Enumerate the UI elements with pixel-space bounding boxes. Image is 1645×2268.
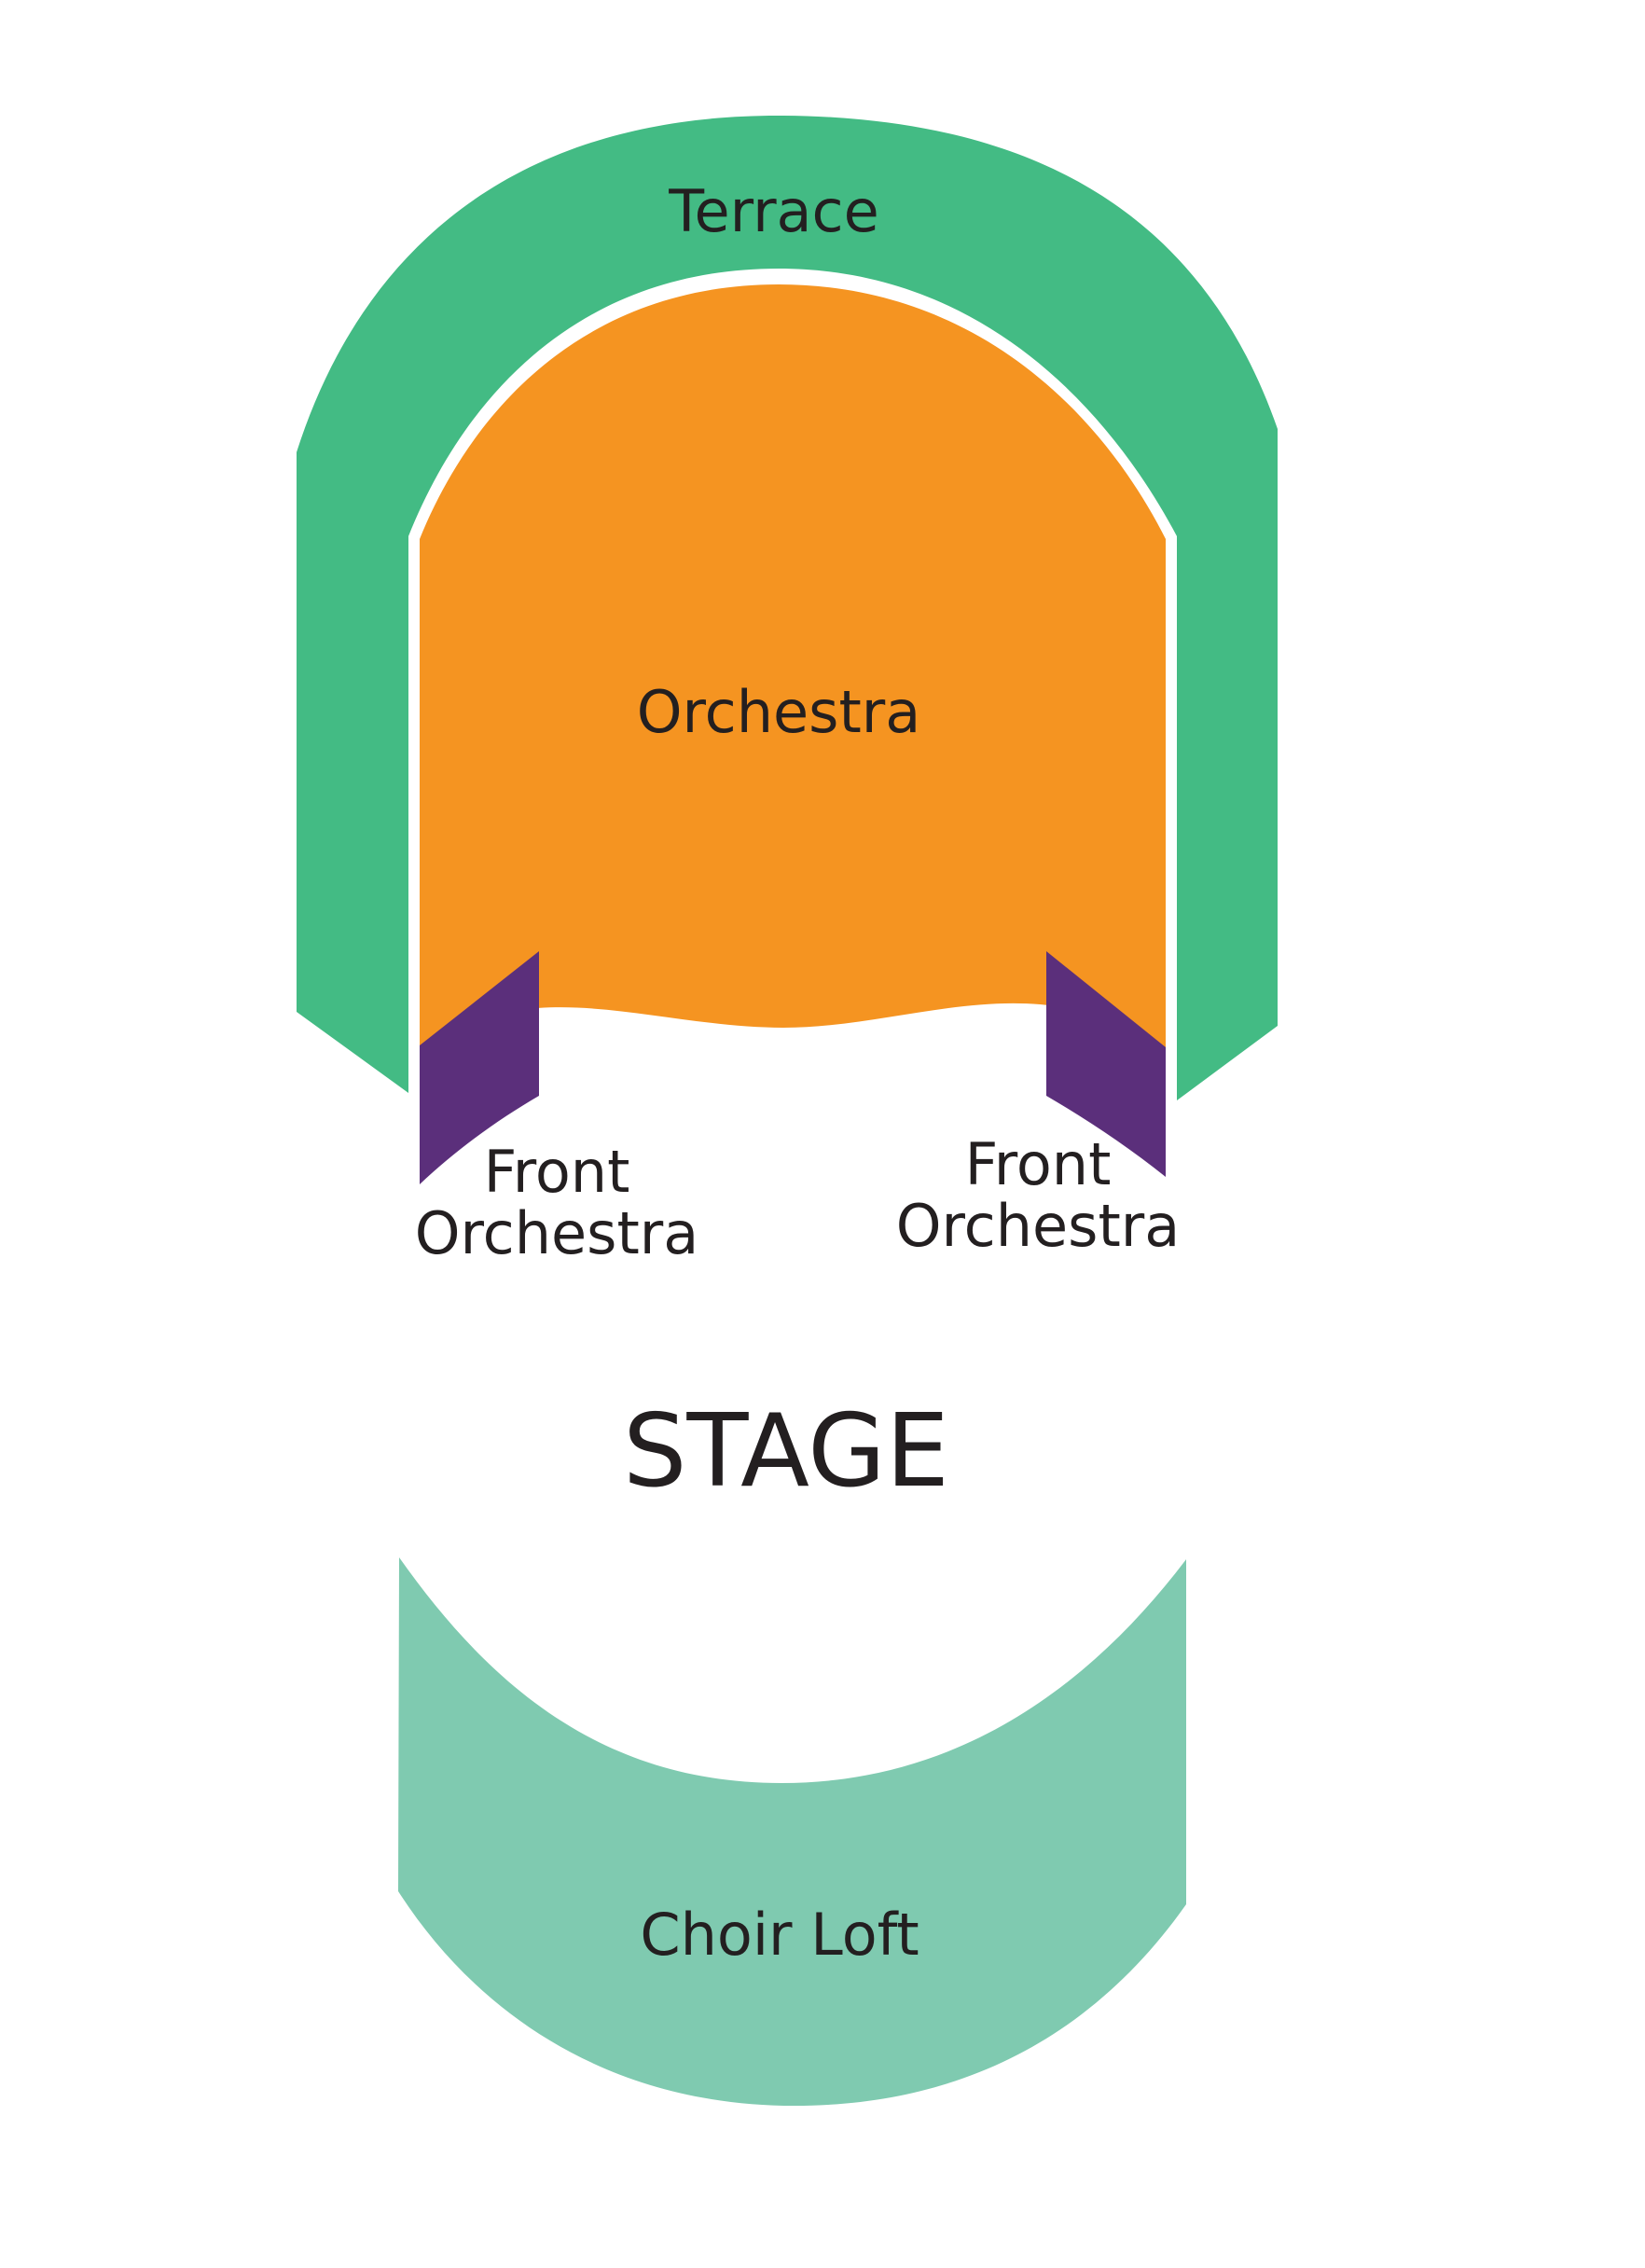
- front-orchestra-left-label-line1: Front: [484, 1138, 630, 1206]
- stage-label: STAGE: [623, 1393, 949, 1510]
- front-orchestra-right-label-line1: Front: [965, 1130, 1112, 1198]
- terrace-section[interactable]: [297, 115, 1278, 1101]
- front-orchestra-left-section[interactable]: [420, 951, 539, 1184]
- front-orchestra-right-label-line2: Orchestra: [896, 1192, 1181, 1260]
- front-orchestra-left-label-line2: Orchestra: [415, 1199, 699, 1267]
- choir-loft-label: Choir Loft: [640, 1901, 919, 1969]
- orchestra-section[interactable]: [420, 284, 1166, 1049]
- front-orchestra-right-section[interactable]: [1046, 951, 1166, 1177]
- orchestra-label: Orchestra: [637, 678, 921, 746]
- terrace-label: Terrace: [668, 177, 879, 245]
- choir-loft-section[interactable]: [398, 1557, 1186, 2106]
